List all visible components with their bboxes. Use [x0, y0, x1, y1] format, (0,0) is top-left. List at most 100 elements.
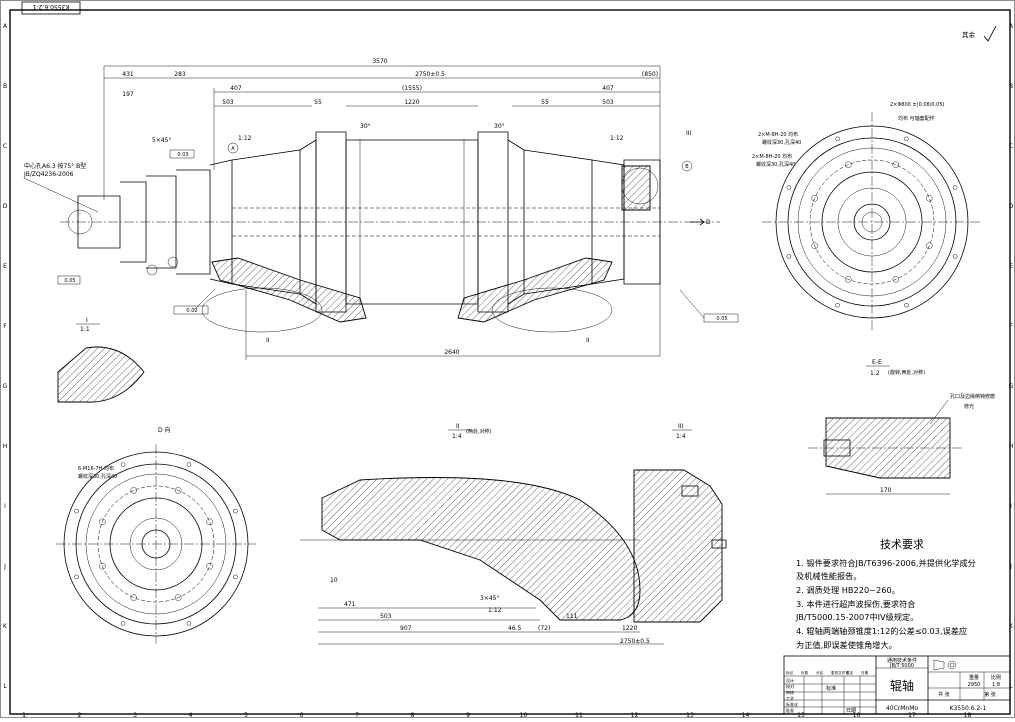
dim-bottom: 2640: [444, 349, 459, 356]
zone-number: 13: [686, 712, 694, 718]
bolt-hole: [206, 518, 213, 526]
mark-II-left: II: [266, 337, 270, 344]
zone-letter: G: [1009, 383, 1014, 390]
svg-text:标准: 标准: [826, 685, 836, 692]
bolt-hole: [892, 161, 899, 168]
tolerance-frame-4: 0.05: [703, 313, 739, 323]
zone-letter: J: [3, 563, 6, 570]
svg-text:2750±0.5: 2750±0.5: [620, 638, 650, 645]
svg-text:1:8: 1:8: [992, 682, 1000, 688]
view-D-arrow-icon: [699, 218, 705, 226]
tr-note-2: 均布 与轴套配作: [898, 115, 935, 122]
dim-d9: 503: [222, 99, 234, 106]
svg-text:46.5: 46.5: [508, 625, 522, 632]
zone-letter: F: [3, 323, 7, 330]
detail-III: III 1:4: [633, 423, 727, 623]
tolerance-frame-2: 0.03: [169, 149, 195, 159]
svg-text:0.05: 0.05: [716, 316, 727, 322]
zone-letter: H: [1009, 443, 1014, 450]
section-EE-note: (旋转,两处,对称): [888, 369, 925, 376]
bolt-hole: [811, 195, 818, 202]
bolt-hole: [926, 242, 933, 249]
zone-number: 17: [908, 712, 916, 718]
zone-letter: G: [3, 383, 8, 390]
right-collar: [477, 131, 509, 313]
svg-text:2950: 2950: [968, 682, 981, 688]
tb-row-label: 更改文件号: [831, 670, 849, 675]
svg-text:共 张: 共 张: [938, 691, 950, 698]
bolt-hole: [74, 574, 79, 580]
rv-note-2: 2×M-8H-20 均布: [752, 153, 792, 160]
right-sleeve-section: [457, 257, 613, 323]
rv-note-1: 2×M-8H-20 均布: [758, 131, 798, 138]
left-sleeve-section: [211, 257, 367, 323]
section-E-E: E-E 1:2 (旋转,两处,对称) 170 孔口及边缘倒钝修磨 修光: [808, 359, 995, 495]
svg-text:第 张: 第 张: [984, 691, 996, 698]
svg-text:471: 471: [344, 601, 356, 608]
projection-symbol-icon: [933, 659, 957, 671]
bolt-hole: [99, 518, 106, 526]
bolt-hole: [186, 462, 192, 467]
section-EE-label: E-E: [872, 359, 882, 366]
tb-role-label: 标准化: [786, 701, 798, 707]
bolt-hole: [811, 242, 818, 249]
tb-row-label: 签名: [846, 670, 854, 675]
left-journal-end: [77, 195, 121, 249]
bolt-hole: [130, 487, 138, 494]
tolerance-frame-1: 0.05: [57, 275, 81, 285]
dim-d6: 407: [230, 85, 242, 92]
bolt-hole: [174, 487, 182, 494]
tb-row-label: 分区: [816, 670, 824, 675]
bolt-hole: [786, 254, 792, 259]
svg-text:2. 调质处理 HB220~260。: 2. 调质处理 HB220~260。: [796, 585, 900, 595]
svg-text:907: 907: [400, 625, 412, 632]
datum-B: B: [685, 164, 689, 170]
zone-letter: B: [1009, 83, 1013, 90]
requirements-title: 技术要求: [880, 538, 924, 551]
zone-letter: K: [1009, 623, 1014, 630]
zone-letter: E: [3, 263, 7, 270]
zone-number: 5: [244, 712, 248, 718]
svg-text:重量: 重量: [969, 674, 979, 681]
bolt-hole: [186, 621, 192, 626]
bolt-hole: [904, 136, 909, 142]
svg-text:及机械性能报告。: 及机械性能报告。: [796, 571, 862, 581]
roughness-note: 其余: [962, 25, 997, 42]
bolt-hole: [835, 302, 840, 308]
tb-role-label: 审核: [786, 689, 794, 695]
corner-drawing-number: K3550.6.2-1: [33, 3, 70, 10]
dim-overall: 3570: [372, 58, 387, 65]
zone-letter: B: [3, 83, 7, 90]
bolt-hole: [786, 185, 792, 190]
zone-letter: I: [4, 503, 6, 510]
tolerance-frame-3: 0.02: [173, 305, 209, 315]
zone-letter: F: [1009, 323, 1013, 330]
view-D-label: D 向: [158, 426, 171, 434]
part-name: 辊轴: [890, 678, 914, 693]
dim-d13: 55: [541, 99, 549, 106]
svg-text:111: 111: [566, 613, 578, 620]
detail-II-note: (两处,对称): [466, 428, 492, 435]
dim-d3: 2750±0.5: [415, 71, 445, 78]
svg-text:1. 锻件要求符合JB/T6396-2006,并提供化学成分: 1. 锻件要求符合JB/T6396-2006,并提供化学成分: [796, 558, 976, 568]
dim-d8: 407: [602, 85, 614, 92]
detail-I: I 1:1: [57, 317, 145, 403]
tb-row-label: 处数: [801, 670, 809, 675]
zone-number: 16: [853, 712, 861, 718]
svg-text:JB/T5000.15-2007中IV级规定。: JB/T5000.15-2007中IV级规定。: [795, 612, 918, 622]
dim-d12: 55: [314, 99, 322, 106]
zone-letter: L: [1009, 683, 1013, 690]
dim-d7: (1555): [402, 85, 422, 92]
detail-II-ellipse-right: [491, 287, 613, 333]
bolt-hole: [130, 594, 138, 601]
view-D-note-1: 6-M16-7H 均布: [78, 465, 114, 472]
svg-text:为正值,即误差使锥角增大。: 为正值,即误差使锥角增大。: [796, 640, 897, 650]
tb-row-label: 日期: [861, 670, 869, 675]
svg-text:通用技术条件: 通用技术条件: [887, 657, 917, 664]
tb-role-label: 批准: [786, 707, 794, 713]
left-step-1: [120, 181, 147, 263]
bolt-hole: [120, 621, 126, 626]
svg-text:0.02: 0.02: [186, 308, 197, 314]
angle-left: 30°: [360, 123, 371, 130]
